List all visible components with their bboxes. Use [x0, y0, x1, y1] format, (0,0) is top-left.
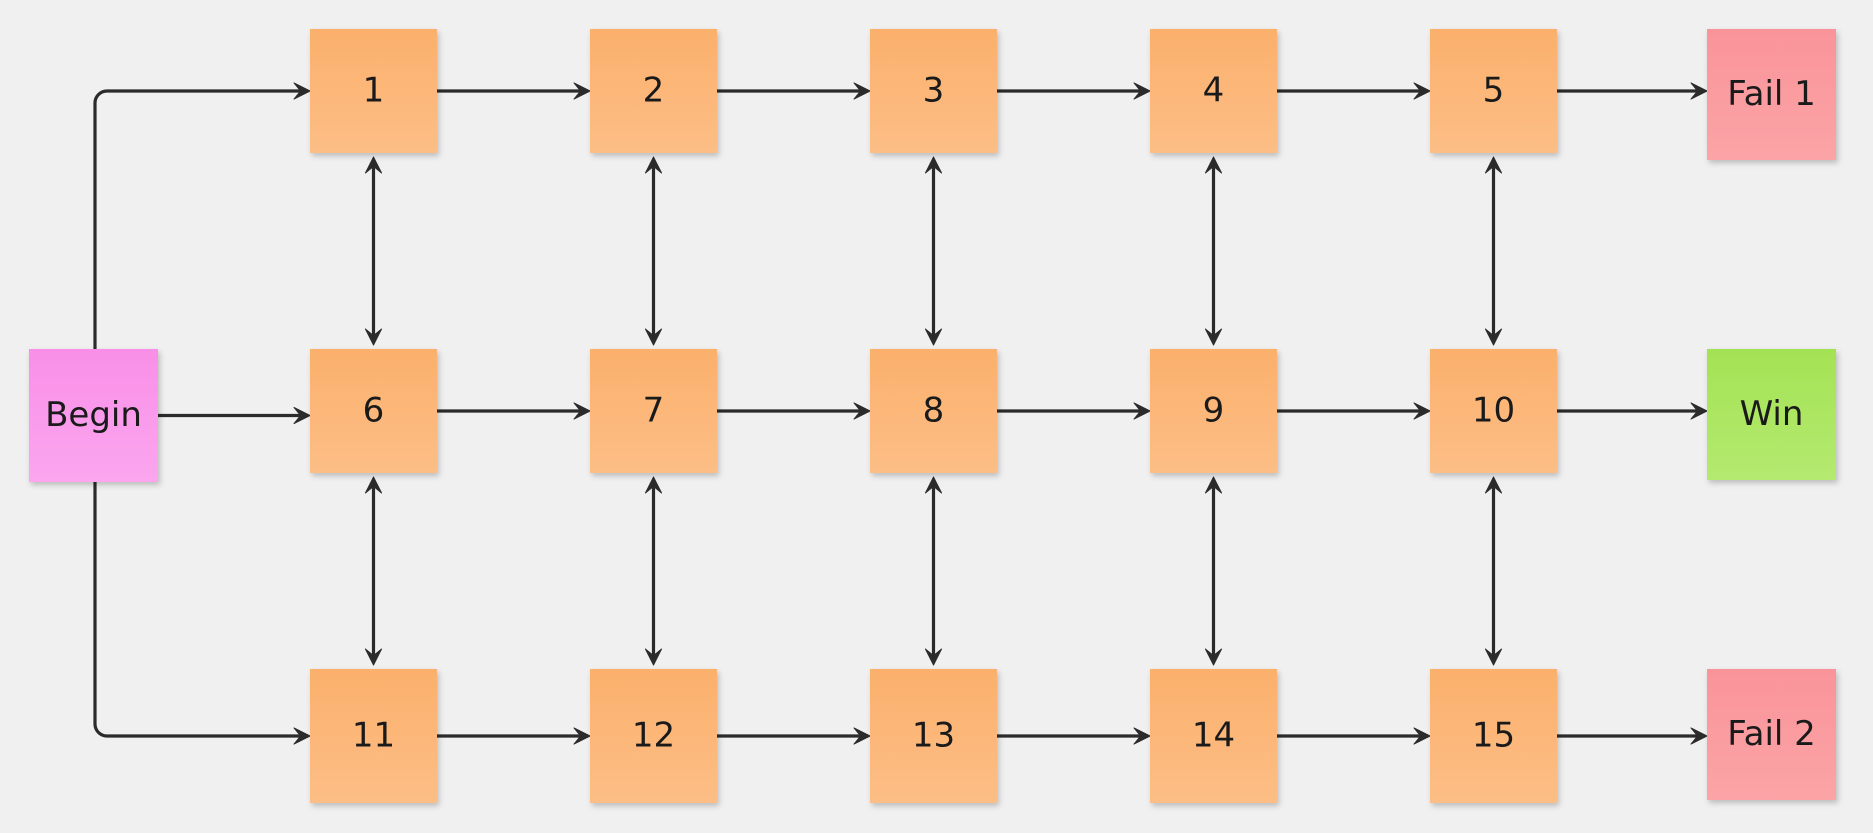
edge-begin-to-n1: [93, 82, 311, 349]
edge-n9-to-n4: [1204, 156, 1223, 346]
node-fail2-shape[interactable]: [1707, 669, 1836, 800]
node-n6-shape[interactable]: [310, 349, 437, 473]
edge-begin-to-n6: [158, 406, 311, 425]
edge-n7-to-n2: [644, 156, 663, 346]
node-n8-shape[interactable]: [870, 349, 997, 473]
node-n13-shape[interactable]: [870, 669, 997, 803]
node-fail1-shape[interactable]: [1707, 29, 1836, 160]
node-n14[interactable]: 14: [1150, 669, 1277, 803]
edge-n2-to-n3: [717, 82, 871, 100]
edge-n8-to-n3: [924, 156, 943, 346]
node-n1[interactable]: 1: [310, 29, 437, 153]
node-n3-shape[interactable]: [870, 29, 997, 153]
edge-n12-to-n7: [644, 476, 663, 666]
edge-n10-to-n5: [1484, 156, 1503, 346]
edge-n10-to-win: [1557, 402, 1708, 420]
node-n7[interactable]: 7: [590, 349, 717, 473]
edge-n7-to-n8: [717, 402, 871, 420]
node-n2-shape[interactable]: [590, 29, 717, 153]
node-n15-shape[interactable]: [1430, 669, 1557, 803]
node-n9-shape[interactable]: [1150, 349, 1277, 473]
node-n14-shape[interactable]: [1150, 669, 1277, 803]
edge-n13-to-n8: [924, 476, 943, 666]
edge-n11-to-n12: [437, 727, 591, 745]
node-n6[interactable]: 6: [310, 349, 437, 473]
node-n4-shape[interactable]: [1150, 29, 1277, 153]
node-begin-shape[interactable]: [29, 349, 158, 482]
node-n8[interactable]: 8: [870, 349, 997, 473]
node-n5-shape[interactable]: [1430, 29, 1557, 153]
edge-n15-to-fail2: [1557, 727, 1708, 745]
edge-n11-to-n6: [364, 476, 383, 666]
node-fail1[interactable]: Fail 1: [1707, 29, 1836, 160]
edge-n14-to-n9: [1204, 476, 1223, 666]
node-n5[interactable]: 5: [1430, 29, 1557, 153]
node-n1-shape[interactable]: [310, 29, 437, 153]
edge-n6-to-n1: [364, 156, 383, 346]
node-n9[interactable]: 9: [1150, 349, 1277, 473]
edge-n3-to-n4: [997, 82, 1151, 100]
node-n13[interactable]: 13: [870, 669, 997, 803]
edge-n4-to-n5: [1277, 82, 1431, 100]
node-n11[interactable]: 11: [310, 669, 437, 803]
node-n2[interactable]: 2: [590, 29, 717, 153]
node-n15[interactable]: 15: [1430, 669, 1557, 803]
edge-n12-to-n13: [717, 727, 871, 745]
node-win-shape[interactable]: [1707, 349, 1836, 480]
edge-begin-to-n11: [93, 482, 311, 745]
edge-n15-to-n10: [1484, 476, 1503, 666]
node-n7-shape[interactable]: [590, 349, 717, 473]
node-n12[interactable]: 12: [590, 669, 717, 803]
edge-n5-to-fail1: [1557, 82, 1708, 100]
edge-n9-to-n10: [1277, 402, 1431, 420]
edge-n1-to-n2: [437, 82, 591, 100]
node-n3[interactable]: 3: [870, 29, 997, 153]
node-n10[interactable]: 10: [1430, 349, 1557, 473]
node-fail2[interactable]: Fail 2: [1707, 669, 1836, 800]
node-n4[interactable]: 4: [1150, 29, 1277, 153]
edge-n6-to-n7: [437, 402, 591, 420]
edge-n14-to-n15: [1277, 727, 1431, 745]
node-n12-shape[interactable]: [590, 669, 717, 803]
edge-layer: [93, 82, 1708, 745]
edge-n8-to-n9: [997, 402, 1151, 420]
edge-n13-to-n14: [997, 727, 1151, 745]
node-win[interactable]: Win: [1707, 349, 1836, 480]
node-n10-shape[interactable]: [1430, 349, 1557, 473]
node-begin[interactable]: Begin: [29, 349, 158, 482]
node-n11-shape[interactable]: [310, 669, 437, 803]
